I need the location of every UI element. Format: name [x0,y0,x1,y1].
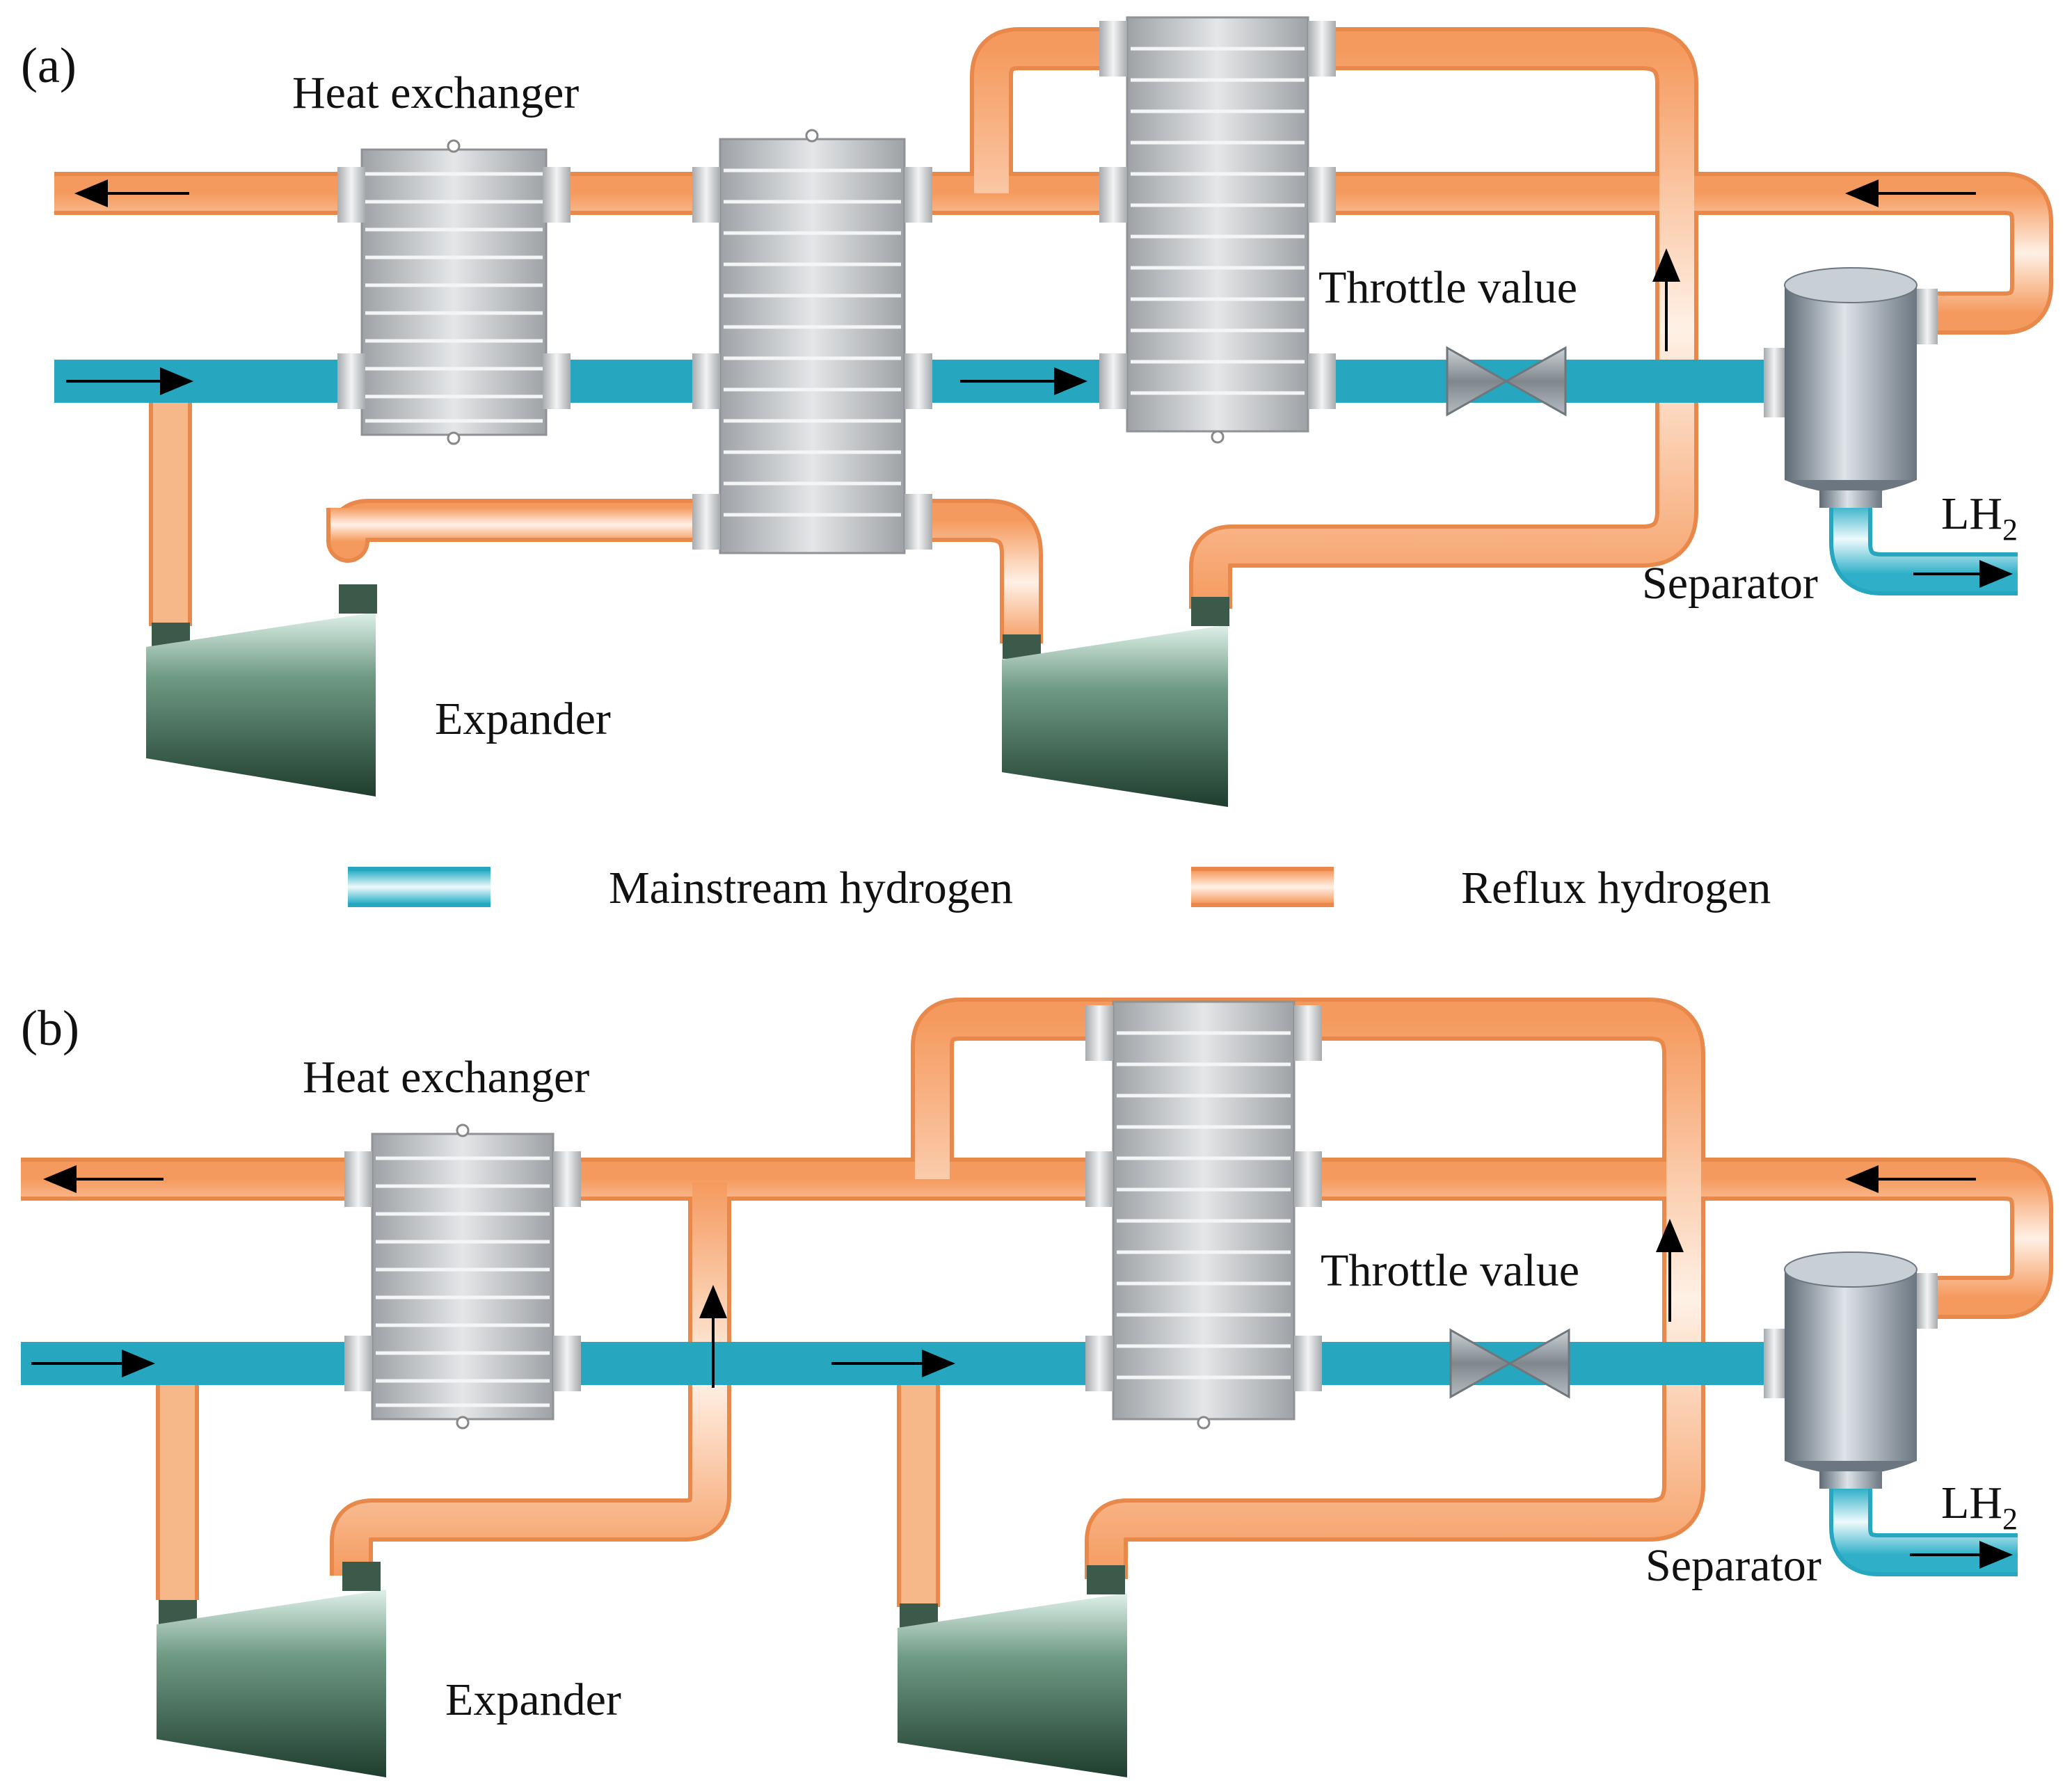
heat-exchanger-label: Heat exchanger [292,67,579,118]
reflux-pipes [54,27,2053,643]
heat-exchanger-2 [692,129,932,554]
expander-2 [1002,597,1229,807]
panel-b: (b) Heat exchanger Throttle value Separa… [21,998,2053,1777]
heat-exchanger-label: Heat exchanger [303,1052,589,1103]
expander-label: Expander [435,694,611,744]
separator-label: Separator [1642,558,1818,609]
throttle-valve [1446,346,1567,417]
expander-2 [898,1565,1127,1777]
legend: Mainstream hydrogen Reflux hydrogen [348,863,1771,913]
throttle-valve-label: Throttle value [1318,262,1577,313]
mainstream-pipes [21,1342,2018,1576]
heat-exchanger-3 [1099,16,1336,444]
legend-mainstream-label: Mainstream hydrogen [609,863,1013,913]
heat-exchanger-1 [337,139,571,445]
separator-vessel [1764,1251,1938,1489]
separator-vessel [1764,267,1938,508]
heat-exchanger-1 [344,1123,581,1430]
legend-mainstream-swatch [348,867,491,907]
expander-1 [146,584,377,797]
separator-label: Separator [1645,1540,1821,1591]
panel-label: (b) [21,1000,79,1056]
product-label: LH2 [1941,488,2018,547]
expander-label: Expander [445,1674,621,1725]
legend-reflux-label: Reflux hydrogen [1461,863,1771,913]
expander-1 [157,1562,386,1777]
flow-arrows [31,1165,2013,1569]
panel-a: (a) Heat exchanger Throttle value Separa… [21,16,2053,807]
panel-label: (a) [21,38,77,93]
heat-exchanger-2 [1085,1000,1322,1430]
throttle-valve-label: Throttle value [1321,1245,1579,1296]
throttle-valve [1449,1328,1570,1399]
reflux-pipes [21,998,2053,1607]
legend-reflux-swatch [1191,867,1334,907]
flow-arrows [66,179,2013,588]
product-label: LH2 [1941,1478,2018,1536]
